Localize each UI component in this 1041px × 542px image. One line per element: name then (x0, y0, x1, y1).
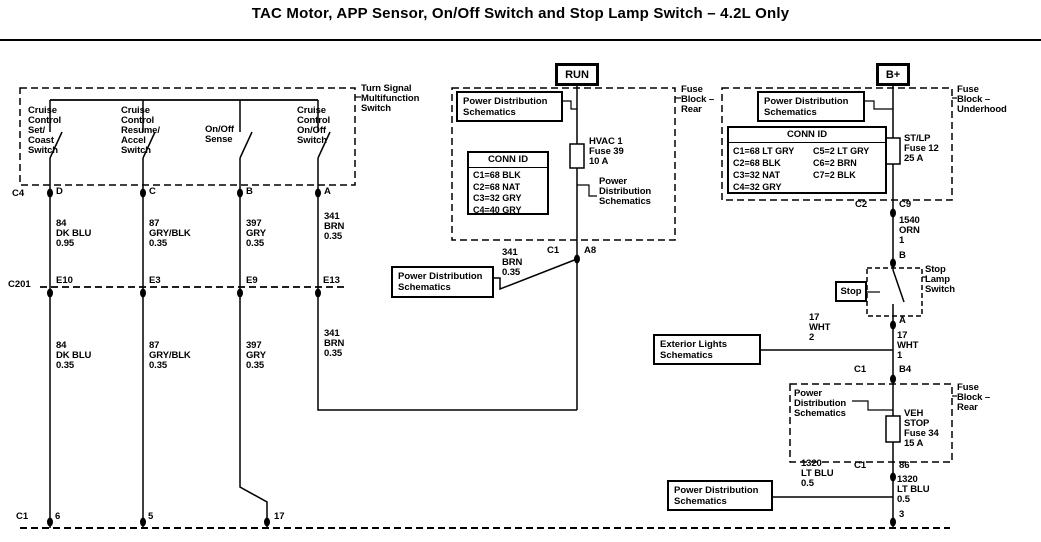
conn-id-row: C2=68 NAT (473, 181, 521, 192)
wire-label-87-upper: 87 GRY/BLK 0.35 (149, 218, 191, 249)
exterior-lights-box: Exterior Lights Schematics (653, 334, 761, 365)
conn-id-table-underhood: CONN ID C1=68 LT GRY C2=68 BLK C3=32 NAT… (727, 126, 887, 194)
switch-name-set-coast: Cruise Control Set/ Coast Switch (28, 105, 62, 156)
connector-c4: C4 (12, 188, 25, 199)
conn-id-header: CONN ID (469, 153, 547, 168)
pin-a8: A8 (584, 245, 597, 256)
stlp-fuse-label: ST/LP Fuse 12 25 A (904, 133, 939, 164)
wire-label-84-lower: 84 DK BLU 0.35 (56, 340, 92, 371)
conn-id-table-rear: CONN ID C1=68 BLK C2=68 NAT C3=32 GRY C4… (467, 151, 549, 215)
wire-label-1320-main: 1320 LT BLU 0.5 (897, 474, 930, 505)
conn-id-row: C6=2 BRN (813, 158, 857, 168)
conn-id-row: C1=68 LT GRY (733, 146, 795, 156)
stop-lamp-switch-label: Stop Lamp Switch (925, 264, 956, 295)
pds-reference-box-battery: Power Distribution Schematics (757, 91, 865, 122)
pin-a-stop-switch: A (899, 315, 906, 326)
pin-3: 3 (899, 509, 905, 520)
connector-c1-lower: C1 (854, 460, 867, 471)
fuse-block-rear2-label: Fuse Block – Rear (957, 382, 991, 413)
page-title: TAC Motor, APP Sensor, On/Off Switch and… (251, 5, 790, 22)
connector-c2: C2 (855, 199, 868, 210)
conn-id-row: C3=32 NAT (733, 170, 781, 180)
wire-label-1320-branch: 1320 LT BLU 0.5 (801, 458, 834, 489)
harness-wires (49, 158, 577, 528)
pin-c: C (149, 186, 156, 197)
bottom-pin-5: 5 (148, 511, 154, 522)
fuse-block-rear-label: Fuse Block – Rear (681, 84, 715, 115)
stop-callout-box: Stop (835, 281, 867, 302)
pds-reference-label-run: Power Distribution Schematics (599, 176, 652, 207)
pin-d: D (56, 186, 63, 197)
wire-label-17-branch: 17 WHT 2 (809, 312, 831, 343)
vehstop-fuse-icon (885, 415, 901, 443)
wire-label-341-upper: 341 BRN 0.35 (324, 211, 345, 242)
pin-c9: C9 (899, 199, 912, 210)
wire-label-87-lower: 87 GRY/BLK 0.35 (149, 340, 191, 371)
switch-name-onoff-sense: On/Off Sense (205, 124, 234, 145)
pin-b: B (246, 186, 253, 197)
bottom-connector-c1: C1 (16, 511, 29, 522)
wire-label-397-lower: 397 GRY 0.35 (246, 340, 266, 371)
pin-e3: E3 (149, 275, 161, 286)
pin-e10: E10 (56, 275, 73, 286)
pin-b-stop-switch: B (899, 250, 906, 261)
bplus-power-box: B+ (876, 63, 910, 86)
conn-id-row: C4=32 GRY (733, 182, 782, 192)
pds-splice-box: Power Distribution Schematics (391, 266, 494, 298)
switch-name-onoff-switch: Cruise Control On/Off Switch (297, 105, 331, 146)
run-feed-graphics (451, 86, 681, 410)
stlp-fuse-icon (885, 137, 901, 165)
bottom-pin-17: 17 (274, 511, 285, 522)
pin-e9: E9 (246, 275, 258, 286)
bottom-pin-6: 6 (55, 511, 61, 522)
switch-blade-icon (49, 131, 331, 159)
conn-id-row: C1=68 BLK (473, 170, 521, 180)
pds-bottom-box: Power Distribution Schematics (667, 480, 773, 511)
pin-e13: E13 (323, 275, 340, 286)
conn-id-header: CONN ID (729, 128, 885, 143)
switch-name-resume-accel: Cruise Control Resume/ Accel Switch (121, 105, 160, 156)
conn-id-row: C7=2 BLK (813, 170, 856, 180)
terminal-dot-icons (47, 188, 896, 527)
connector-c201: C201 (8, 279, 31, 290)
hvac1-fuse-icon (569, 143, 585, 169)
connector-c1-upper: C1 (854, 364, 867, 375)
conn-id-row: C5=2 LT GRY (813, 146, 870, 156)
wire-label-397-upper: 397 GRY 0.35 (246, 218, 266, 249)
fuse-block-underhood-label: Fuse Block – Underhood (957, 84, 1007, 115)
wire-label-84-upper: 84 DK BLU 0.95 (56, 218, 92, 249)
pin-b4: B4 (899, 364, 912, 375)
pds-reference-box-run: Power Distribution Schematics (456, 91, 563, 122)
pin-a: A (324, 186, 331, 197)
conn-id-row: C3=32 GRY (473, 193, 522, 203)
wire-label-341-splice: 341 BRN 0.35 (502, 247, 523, 278)
hvac1-fuse-label: HVAC 1 Fuse 39 10 A (589, 136, 624, 167)
vehstop-fuse-label: VEH STOP Fuse 34 15 A (904, 408, 939, 449)
conn-id-row: C4=40 GRY (473, 204, 522, 215)
connector-c1-run: C1 (547, 245, 560, 256)
wire-label-17-main: 17 WHT 1 (897, 330, 919, 361)
conn-id-row: C2=68 BLK (733, 158, 781, 168)
run-power-box: RUN (555, 63, 599, 86)
inline-connector-lines (20, 286, 950, 529)
turn-signal-switch-label: Turn Signal Multifunction Switch (361, 83, 420, 114)
pds-reference-label-battery: Power Distribution Schematics (794, 388, 847, 419)
turn-signal-switch-graphics (19, 87, 361, 186)
wire-label-1540: 1540 ORN 1 (899, 215, 920, 246)
pin-86: 86 (899, 460, 910, 471)
wire-label-341-lower: 341 BRN 0.35 (324, 328, 345, 359)
stop-switch-blade-icon (892, 269, 905, 303)
